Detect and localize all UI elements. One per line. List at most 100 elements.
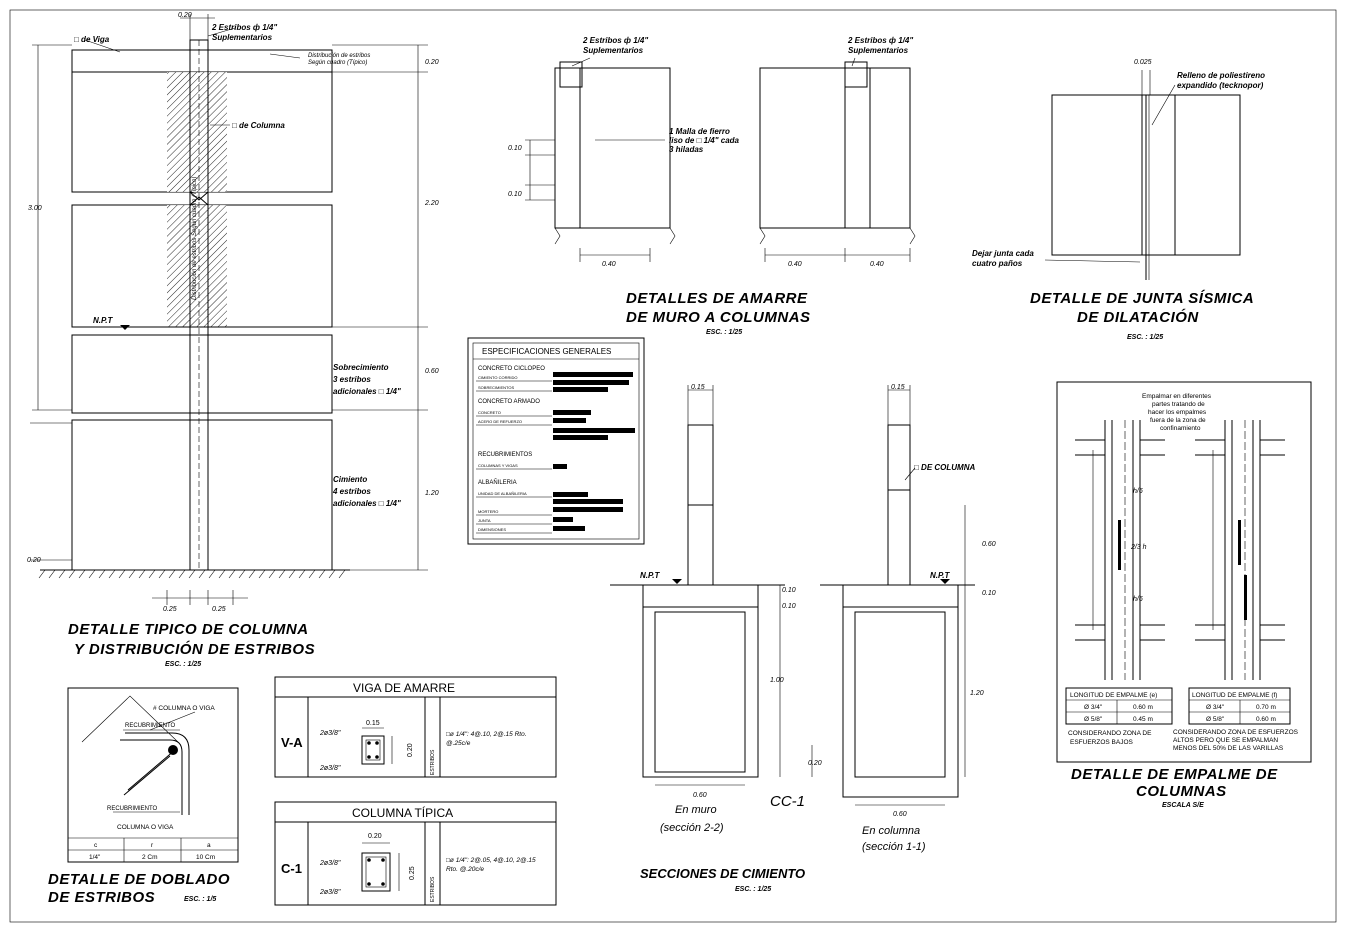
col-cim-2: 4 estribos bbox=[332, 487, 371, 496]
col-scale: ESC. : 1/25 bbox=[165, 661, 201, 668]
cimiento-sections bbox=[610, 385, 975, 806]
columna-h: 0.25 bbox=[409, 866, 416, 880]
col-sobrec-1: Sobrecimiento bbox=[333, 363, 389, 372]
spec-item-4: CONCRETO bbox=[478, 410, 501, 415]
junta-title-2: DE DILATACIÓN bbox=[1077, 308, 1199, 326]
cim-w-top-2: 0.15 bbox=[891, 384, 905, 391]
cim-d010b: 0.10 bbox=[782, 603, 796, 610]
viga-w: 0.15 bbox=[366, 720, 380, 727]
col-dim-1: 0.20 bbox=[425, 59, 439, 66]
amarre-malla-3: 3 hiladas bbox=[669, 145, 704, 154]
col-sobrec-2: 3 estribos bbox=[333, 375, 371, 384]
columna-bar-top: 2ø3/8" bbox=[319, 860, 341, 867]
empalme-h6b: h/6 bbox=[1133, 596, 1143, 603]
viga-bar-bot: 2ø3/8" bbox=[319, 765, 341, 772]
viga-estribos-1: □ø 1/4": 4@.10, 2@.15 Rto. bbox=[446, 731, 527, 738]
cim-npt-2: N.P.T bbox=[930, 571, 951, 580]
amarre-w-1: 0.40 bbox=[602, 261, 616, 268]
doblado-h-a: a bbox=[207, 842, 211, 849]
col-dim-total: 3.00 bbox=[28, 205, 42, 212]
viga-h: 0.20 bbox=[407, 743, 414, 757]
cim-d010c: 0.10 bbox=[982, 590, 996, 597]
cim-cc: CC-1 bbox=[770, 793, 805, 810]
empalme-table-1 bbox=[1065, 687, 1173, 725]
cim-d020: 0.20 bbox=[808, 760, 822, 767]
emp-t2-note-3: MENOS DEL 50% DE LAS VARILLAS bbox=[1173, 745, 1284, 752]
columna-header: COLUMNA TÍPICA bbox=[352, 805, 453, 820]
doblado-caption: COLUMNA O VIGA bbox=[117, 824, 174, 831]
empalme-h6a: h/6 bbox=[1133, 488, 1143, 495]
emp-t1-header: LONGITUD DE EMPALME (e) bbox=[1070, 692, 1157, 699]
cim-w-top-1: 0.15 bbox=[691, 384, 705, 391]
empalme-note-2: partes tratando de bbox=[1152, 401, 1205, 408]
columna-w: 0.20 bbox=[368, 833, 382, 840]
amarre-title-1: DETALLES DE AMARRE bbox=[626, 290, 808, 307]
emp-t2-r1c1: Ø 3/4" bbox=[1206, 704, 1225, 711]
doblado-v-c: 1/4" bbox=[89, 854, 101, 861]
cim-npt-1: N.P.T bbox=[640, 571, 661, 580]
doblado-title-2: DE ESTRIBOS bbox=[48, 889, 155, 906]
sobrecimiento-hatch bbox=[71, 334, 333, 414]
doblado-recub-2: RECUBRIMIENTO bbox=[107, 806, 158, 812]
emp-t1-note-1: CONSIDERANDO ZONA DE bbox=[1068, 730, 1152, 737]
amarre-detail bbox=[525, 57, 916, 262]
viga-header: VIGA DE AMARRE bbox=[353, 681, 455, 695]
emp-t2-note-2: ALTOS PERO QUE SE EMPALMAN bbox=[1173, 737, 1278, 744]
amarre-label-1: 2 Estribos ф 1/4" bbox=[582, 36, 648, 45]
amarre-title-2: DE MURO A COLUMNAS bbox=[626, 309, 811, 326]
cim-col-2: (sección 1-1) bbox=[862, 841, 926, 853]
cim-d060: 0.60 bbox=[982, 541, 996, 548]
col-title-2: Y DISTRIBUCIÓN DE ESTRIBOS bbox=[74, 640, 315, 658]
col-dim-2: 2.20 bbox=[424, 200, 439, 207]
emp-t2-r2c1: Ø 5/8" bbox=[1206, 716, 1225, 723]
amarre-malla-1: 1 Malla de fierro bbox=[669, 127, 730, 136]
doblado-v-r: 2 Cm bbox=[142, 854, 158, 861]
col-stirrups-label: 2 Estribos ф 1/4" bbox=[211, 23, 277, 32]
cim-muro-2: (sección 2-2) bbox=[660, 822, 724, 834]
cim-title: SECCIONES DE CIMIENTO bbox=[640, 866, 805, 881]
junta-detail bbox=[1044, 70, 1241, 280]
amarre-label-2: Suplementarios bbox=[583, 46, 644, 55]
col-title-1: DETALLE TIPICO DE COLUMNA bbox=[68, 621, 309, 638]
spec-item-0: CONCRETO CICLOPEO bbox=[478, 366, 545, 372]
emp-t1-r1c1: Ø 3/4" bbox=[1084, 704, 1103, 711]
col-sobrec-3: adicionales □ 1/4" bbox=[333, 387, 401, 396]
emp-t2-header: LONGITUD DE EMPALME (f) bbox=[1192, 692, 1277, 699]
empalme-box bbox=[1056, 381, 1312, 763]
amarre-dim-2: 0.10 bbox=[508, 191, 522, 198]
viga-bar-top: 2ø3/8" bbox=[319, 730, 341, 737]
col-suplementarios-label: Suplementarios bbox=[212, 33, 273, 42]
col-dim-3: 0.60 bbox=[425, 368, 439, 375]
empalme-table-2 bbox=[1188, 687, 1291, 725]
spec-item-9: UNIDAD DE ALBAÑILERIA bbox=[478, 491, 527, 496]
doblado-h-r: r bbox=[151, 842, 154, 849]
empalme-note-5: confinamiento bbox=[1160, 425, 1201, 432]
spec-item-10: MORTERO bbox=[478, 509, 498, 514]
amarre-label-1b: 2 Estribos ф 1/4" bbox=[847, 36, 913, 45]
spec-item-3: CONCRETO ARMADO bbox=[478, 399, 540, 405]
doblado-box bbox=[67, 687, 239, 863]
emp-t2-note-1: CONSIDERANDO ZONA DE ESFUERZOS bbox=[1173, 729, 1299, 736]
amarre-scale: ESC. : 1/25 bbox=[706, 329, 742, 336]
cimiento-stones bbox=[71, 419, 333, 571]
doblado-title-1: DETALLE DE DOBLADO bbox=[48, 871, 230, 888]
doblado-scale: ESC. : 1/5 bbox=[184, 896, 216, 903]
spec-item-12: DIMENSIONES bbox=[478, 527, 506, 532]
empalme-h23: 2/3 h bbox=[1130, 544, 1147, 551]
junta-scale: ESC. : 1/25 bbox=[1127, 334, 1163, 341]
junta-dejar-2: cuatro paños bbox=[972, 259, 1023, 268]
junta-dim: 0.025 bbox=[1134, 59, 1152, 66]
viga-side: ESTRIBOS bbox=[430, 749, 436, 775]
viga-estribos-2: @.25c/e bbox=[446, 740, 471, 747]
doblado-eje: # COLUMNA O VIGA bbox=[153, 705, 215, 712]
columna-bar-bot: 2ø3/8" bbox=[319, 889, 341, 896]
spec-item-5: ACERO DE REFUERZO bbox=[478, 419, 522, 424]
columna-side: ESTRIBOS bbox=[430, 876, 436, 902]
cim-w060a: 0.60 bbox=[693, 792, 707, 799]
empalme-note-1: Empalmar en diferentes bbox=[1142, 393, 1212, 400]
columna-code: C-1 bbox=[281, 861, 302, 876]
col-cim-1: Cimiento bbox=[333, 475, 367, 484]
emp-t1-r2c1: Ø 5/8" bbox=[1084, 716, 1103, 723]
cim-scale: ESC. : 1/25 bbox=[735, 886, 771, 893]
